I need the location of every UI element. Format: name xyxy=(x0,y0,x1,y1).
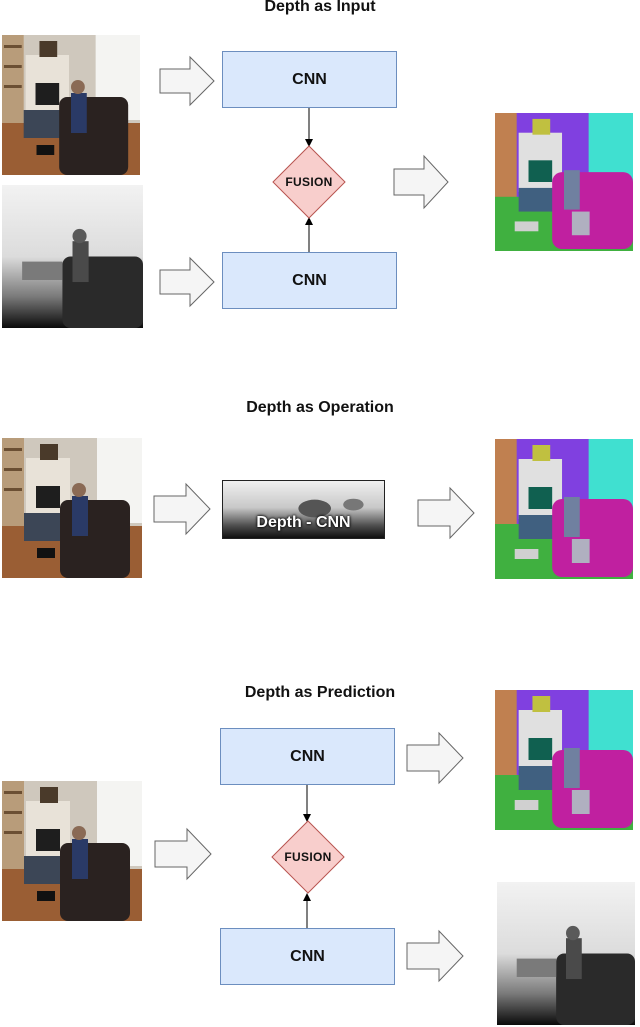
input-arrow-bottom xyxy=(159,256,215,308)
connector-input-bottom xyxy=(305,217,313,252)
cnn-box-prediction-top: CNN xyxy=(220,728,395,785)
operation-arrow-out xyxy=(417,486,475,540)
section-title-prediction: Depth as Prediction xyxy=(244,684,396,701)
connector-input-top xyxy=(305,108,313,147)
depth-cnn-label: Depth - CNN xyxy=(256,514,351,531)
section-title-operation: Depth as Operation xyxy=(246,399,394,416)
prediction-arrow-in xyxy=(154,827,212,881)
operation-arrow-in xyxy=(153,482,211,536)
fusion-node-input: FUSION xyxy=(272,145,346,219)
rgb-image-operation xyxy=(2,438,142,578)
prediction-arrow-seg xyxy=(406,731,464,785)
fusion-node-prediction: FUSION xyxy=(271,820,345,894)
fusion-label-prediction: FUSION xyxy=(284,850,332,864)
segmentation-output-input xyxy=(495,113,633,251)
input-arrow-top xyxy=(159,55,215,107)
segmentation-output-prediction xyxy=(495,690,633,830)
connector-prediction-top xyxy=(303,785,311,822)
segmentation-output-operation xyxy=(495,439,633,579)
cnn-box-prediction-bottom: CNN xyxy=(220,928,395,985)
depth-output-prediction xyxy=(497,882,635,1025)
section-title-input: Depth as Input xyxy=(264,0,376,15)
prediction-arrow-depth xyxy=(406,929,464,983)
rgb-image-input xyxy=(2,35,140,175)
rgb-image-prediction xyxy=(2,781,142,921)
cnn-box-input-bottom: CNN xyxy=(222,252,397,309)
output-arrow-input xyxy=(393,154,449,210)
cnn-box-input-top: CNN xyxy=(222,51,397,108)
connector-prediction-bottom xyxy=(303,893,311,928)
fusion-label-input: FUSION xyxy=(285,175,333,189)
depth-cnn-box: Depth - CNN xyxy=(222,480,385,539)
depth-image-input xyxy=(2,185,143,328)
